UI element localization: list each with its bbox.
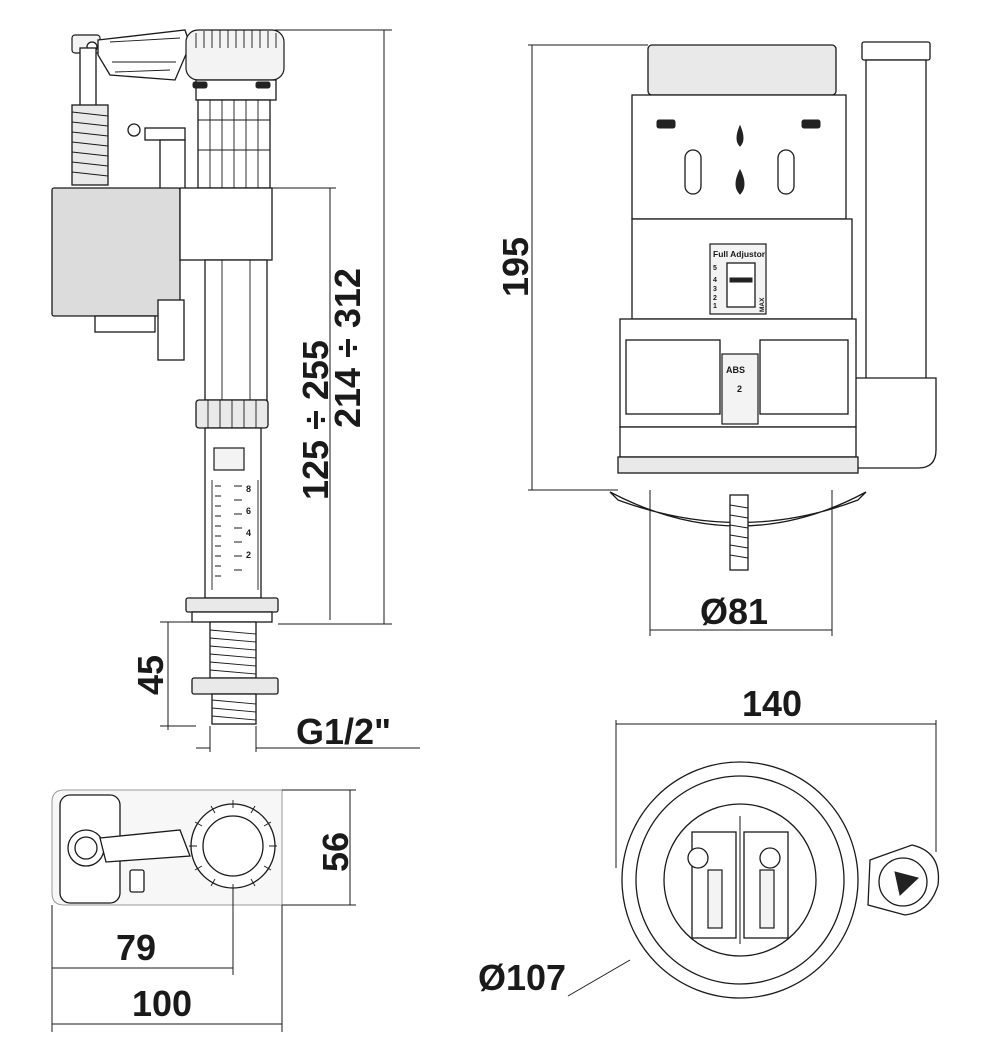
valve-head: [185, 29, 285, 101]
abs-number: 2: [737, 384, 742, 394]
dim-base-diameter: Ø107: [478, 957, 566, 998]
dim-shank-length: 45: [130, 655, 171, 695]
dimension-lines-side: [160, 29, 420, 752]
float-arm-assembly: [71, 29, 191, 109]
adjustment-spring: [71, 104, 109, 186]
lock-nut: [195, 399, 269, 429]
adjustor-scale-1: 1: [713, 303, 717, 310]
adjustor-scale-5: 5: [713, 265, 717, 272]
scale-mark-4: 4: [246, 528, 251, 538]
fill-valve-top-view: 56 79 100: [51, 789, 356, 1032]
dim-overflow-width: 140: [742, 683, 802, 724]
dim-thread-size: G1/2": [296, 711, 391, 752]
float-cup: [51, 187, 273, 361]
flush-valve-top-view: 140 Ø107: [478, 683, 940, 999]
full-adjustor-panel: Full Adjustor 5 4 3 2 1 MAX: [709, 243, 767, 315]
scale-mark-2: 2: [246, 550, 251, 560]
dim-overall-height: 214 ÷ 312: [327, 268, 368, 428]
height-scale-shaft: 8 6 4 2: [204, 427, 262, 599]
side-connector: [127, 123, 186, 191]
scale-mark-8: 8: [246, 484, 251, 494]
abs-label: ABS: [726, 365, 745, 375]
overflow-tube: [854, 41, 937, 469]
adjustor-scale-4: 4: [713, 277, 717, 284]
dim-top-depth: 56: [315, 832, 356, 872]
dim-valve-height: 195: [495, 237, 536, 297]
fill-valve-side-view: 8 6 4 2: [51, 29, 420, 752]
flush-valve-side-view: Full Adjustor 5 4 3 2 1 MAX ABS 2 195: [495, 41, 937, 636]
threaded-shank: [191, 621, 279, 725]
riser-tube: [204, 259, 268, 401]
adjustor-title: Full Adjustor: [713, 249, 766, 259]
adjustor-max-label: MAX: [759, 297, 766, 312]
dim-valve-diameter: Ø81: [700, 591, 768, 632]
dim-top-length-outer: 100: [132, 983, 192, 1024]
valve-body-cage: [197, 99, 271, 189]
scale-mark-6: 6: [246, 506, 251, 516]
base-flange: [185, 597, 279, 623]
adjustor-scale-2: 2: [713, 295, 717, 302]
dim-fill-height: 125 ÷ 255: [295, 340, 336, 500]
dim-top-length-inner: 79: [116, 927, 156, 968]
adjustor-scale-3: 3: [713, 286, 717, 293]
